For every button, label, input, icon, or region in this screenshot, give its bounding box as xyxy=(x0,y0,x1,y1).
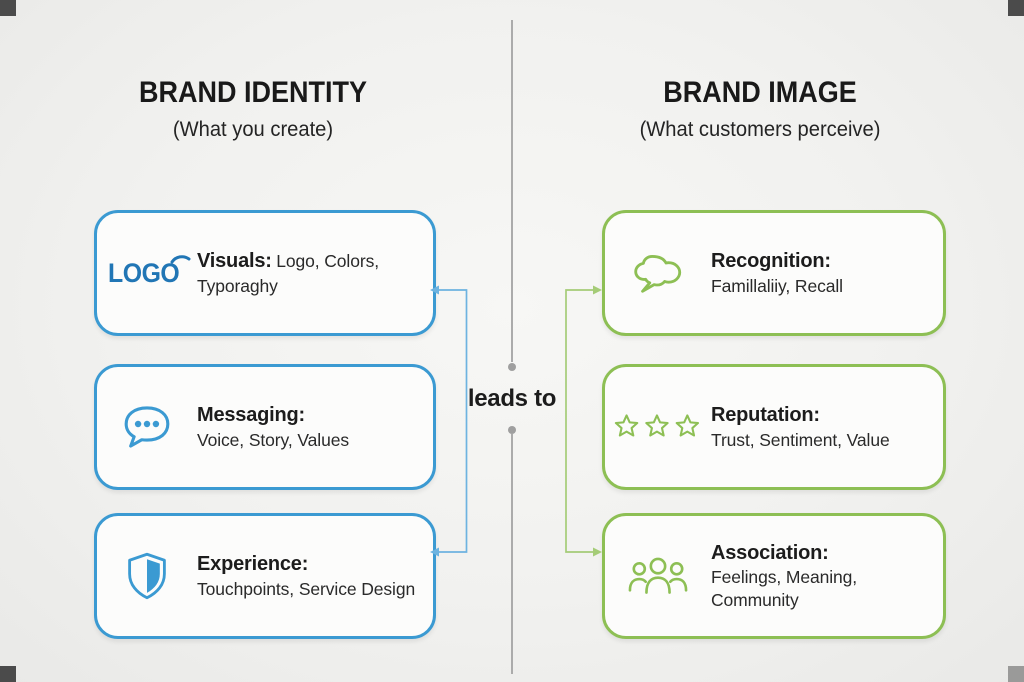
thought-bubble-icon xyxy=(605,249,711,297)
center-divider-line xyxy=(511,434,513,674)
leads-to-label: leads to xyxy=(467,385,557,412)
corner-mark xyxy=(0,666,16,682)
corner-mark xyxy=(1008,666,1024,682)
card-body: Voice, Story, Values xyxy=(197,429,350,450)
right-column-title: BRAND IMAGE xyxy=(663,76,857,109)
blue-connector-arrows xyxy=(430,285,468,557)
logo-icon: LOGO xyxy=(97,254,197,289)
card-heading: Experience: xyxy=(197,553,309,576)
speech-bubble-icon xyxy=(97,402,197,452)
card-body: Famillaliiy, Recall xyxy=(711,275,843,296)
corner-mark xyxy=(0,0,16,16)
association-card: Association: Feelings, Meaning, Communit… xyxy=(602,513,946,639)
experience-card: Experience: Touchpoints, Service Design xyxy=(94,513,436,639)
left-column-header: BRAND IDENTITY (What you create) xyxy=(43,76,463,142)
green-connector-arrows xyxy=(565,285,602,557)
card-body: Trust, Sentiment, Value xyxy=(711,429,890,450)
card-heading: Association: xyxy=(711,541,829,564)
card-body: Feelings, Meaning, Community xyxy=(711,567,858,611)
people-group-icon xyxy=(605,554,711,598)
card-body: Logo, Colors, Typoraghy xyxy=(197,251,379,296)
center-divider-line xyxy=(511,20,513,362)
card-heading: Reputation: xyxy=(711,404,820,427)
card-heading: Messaging: xyxy=(197,404,306,427)
reputation-card: Reputation: Trust, Sentiment, Value xyxy=(602,364,946,490)
visuals-card: LOGO Visuals: Logo, Colors, Typoraghy xyxy=(94,210,436,336)
card-body: Touchpoints, Service Design xyxy=(197,578,416,599)
card-heading: Recognition: xyxy=(711,250,831,273)
three-stars-icon xyxy=(605,413,711,441)
card-heading: Visuals: xyxy=(197,250,272,273)
right-column-subtitle: (What customers perceive) xyxy=(639,117,881,141)
divider-dot xyxy=(508,363,516,371)
right-column-header: BRAND IMAGE (What customers perceive) xyxy=(530,76,990,142)
recognition-card: Recognition: Famillaliiy, Recall xyxy=(602,210,946,336)
left-column-title: BRAND IDENTITY xyxy=(138,76,368,109)
corner-mark xyxy=(1008,0,1024,16)
divider-dot xyxy=(508,426,516,434)
left-column-subtitle: (What you create) xyxy=(172,117,334,141)
shield-icon xyxy=(97,551,197,601)
messaging-card: Messaging: Voice, Story, Values xyxy=(94,364,436,490)
